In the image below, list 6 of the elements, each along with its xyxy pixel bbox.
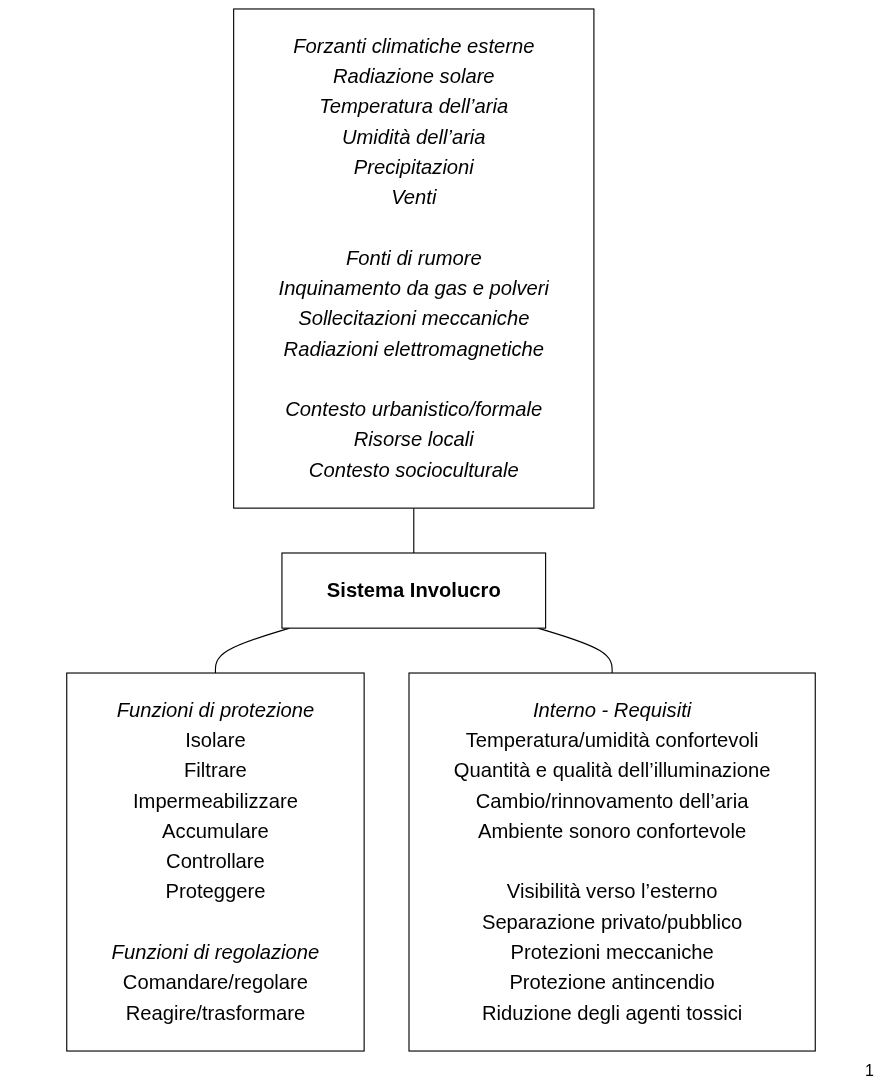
node-box: Interno - Requisiti Temperatura/umidità confortevoli Quantità e qualità dell’illuminazione Cambio/rinnovamento dell’aria Ambiente sonoro confortevole Visibilità verso l’esterno Separazione privato/pubblico Protezioni meccaniche Protezione antincendio Riduzione degli agenti tossici [408,672,816,1052]
node-box: Sistema Involucro [281,552,547,629]
connector [413,507,415,554]
node-box: Forzanti climatiche esterne Radiazione solare Temperatura dell’aria Umidità dell’aria Precipitazioni Venti Fonti di rumore Inquinamento da gas e polveri Sollecitazioni meccaniche Radiazioni elettromagnetiche Contesto urbanistico/formale Risorse locali Contesto socioculturale [233,8,595,509]
node-box: Funzioni di protezione Isolare Filtrare Impermeabilizzare Accumulare Controllare Proteggere Funzioni di regolazione Comandare/regolare Reagire/trasformare [66,672,365,1052]
page-number: 1 [865,1062,874,1079]
